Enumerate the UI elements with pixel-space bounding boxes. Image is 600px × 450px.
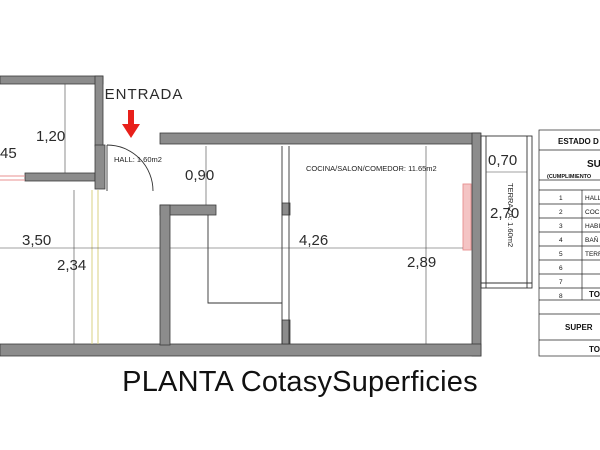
table-row-number: 2	[559, 209, 563, 216]
interior-lines	[0, 146, 290, 344]
kitchen-label: COCINA/SALON/COMEDOR: 11.65m2	[306, 164, 437, 173]
dim-289: 2,89	[407, 254, 436, 271]
dim-350: 3,50	[22, 232, 51, 249]
dim-426: 4,26	[299, 232, 328, 249]
walls	[0, 75, 482, 357]
door-swing-arc	[106, 144, 154, 192]
table-superficie: SUPER	[565, 323, 593, 332]
table-subsection: (CUMPLIMIENTO	[547, 174, 592, 180]
dimension-lines	[0, 84, 527, 344]
wall-right	[471, 132, 482, 357]
wall-inner-vertical	[159, 204, 171, 346]
table-row-number: 5	[559, 251, 563, 258]
entrance-arrow-icon	[122, 110, 140, 138]
entrance-door	[106, 144, 154, 192]
surface-table: ESTADO D SU (CUMPLIMIENTO 1 HALL 2 COCI 3 HAB…	[538, 129, 600, 357]
terrace	[462, 135, 533, 289]
table-rows: 1 HALL 2 COCI 3 HABI 4 BAÑ 5 TERR 6 7 8	[559, 195, 600, 300]
wall-left-room-bottom	[24, 172, 96, 182]
table-title: ESTADO D	[558, 137, 599, 146]
hall-label: HALL: 1.60m2	[114, 155, 162, 164]
terrace-outline	[480, 135, 533, 289]
table-row-number: 6	[559, 265, 563, 272]
dim-270: 2,70	[490, 205, 519, 222]
window-kitchen	[462, 183, 472, 251]
bathroom-outline	[207, 215, 282, 304]
terrace-label: TERRAZA: 1.60m2	[506, 183, 515, 247]
table-row-name: HALL	[585, 195, 600, 202]
wall-top-left-room	[0, 75, 104, 85]
table-row-number: 7	[559, 279, 563, 286]
table-total-2: TOT	[589, 345, 600, 354]
table-row-number: 8	[559, 293, 563, 300]
wall-main-top	[159, 132, 481, 145]
wall-door-jamb-left	[94, 144, 106, 190]
wall-left-room-right-upper	[94, 75, 104, 147]
entrance-label: ENTRADA	[105, 86, 184, 103]
dim-120: 1,20	[36, 128, 65, 145]
table-frame	[538, 129, 600, 357]
wall-bottom	[0, 343, 482, 357]
table-row-number: 3	[559, 223, 563, 230]
table-row-number: 1	[559, 195, 563, 202]
dim-234: 2,34	[57, 257, 86, 274]
dim-090: 0,90	[185, 167, 214, 184]
table-total-1: TOT	[589, 290, 600, 299]
dim-070: 0,70	[488, 152, 517, 169]
table-row-number: 4	[559, 237, 563, 244]
plan-caption: PLANTA CotasySuperficies	[122, 366, 478, 398]
table-row-name: BAÑ	[585, 235, 599, 244]
table-row-name: HABI	[585, 223, 600, 230]
door-jambs	[91, 190, 99, 344]
table-section: SU	[587, 159, 600, 170]
table-row-name: TERR	[585, 251, 600, 258]
table-row-name: COCI	[585, 209, 600, 216]
dim-45: 45	[0, 145, 17, 162]
